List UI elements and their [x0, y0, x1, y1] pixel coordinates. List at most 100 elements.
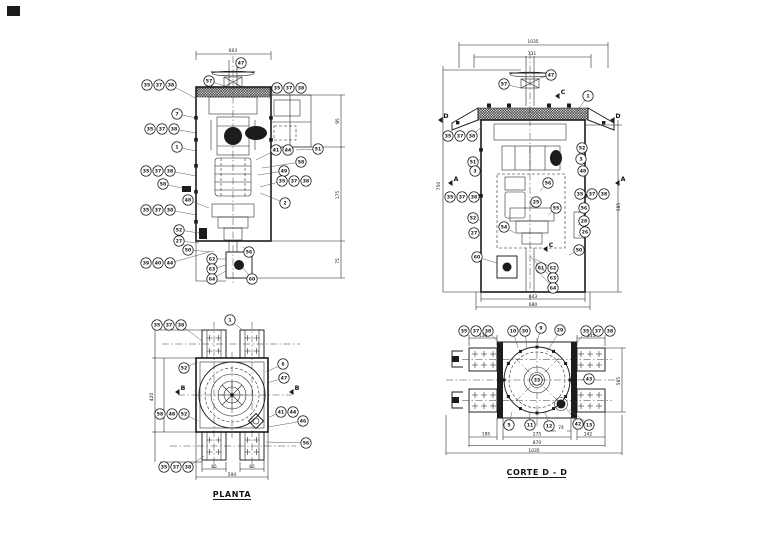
- svg-text:38: 38: [471, 195, 477, 201]
- balloon-35: 35: [158, 461, 170, 473]
- dimension-text: 75: [335, 258, 341, 264]
- balloon-35: 35: [151, 319, 163, 331]
- balloon-40: 40: [152, 257, 164, 269]
- balloon-1: 1: [576, 90, 594, 112]
- section-marker-arrow: [175, 389, 180, 395]
- svg-text:38: 38: [167, 169, 173, 175]
- balloon-58: 58: [157, 178, 183, 190]
- dimension-text: 1035: [527, 39, 538, 45]
- svg-text:35: 35: [583, 329, 589, 335]
- v2-top-flange: [451, 103, 615, 131]
- balloon-3: 3: [469, 165, 483, 177]
- svg-text:62: 62: [209, 257, 215, 263]
- svg-text:43: 43: [586, 377, 592, 383]
- balloon-1: 1: [224, 314, 245, 332]
- balloon-38: 38: [598, 188, 610, 200]
- svg-text:47: 47: [281, 376, 287, 382]
- svg-text:35: 35: [143, 208, 149, 214]
- svg-text:58: 58: [298, 160, 304, 166]
- svg-text:35: 35: [577, 192, 583, 198]
- section-marker-B: B: [181, 385, 186, 392]
- dimension-text: 731: [528, 51, 537, 57]
- svg-text:37: 37: [595, 329, 601, 335]
- svg-text:38: 38: [298, 86, 304, 92]
- svg-text:48: 48: [580, 169, 586, 175]
- v3-bolt-pads: [201, 329, 265, 461]
- section-marker-D: D: [443, 113, 448, 120]
- svg-text:44: 44: [285, 148, 291, 154]
- balloon-37: 37: [170, 461, 182, 473]
- svg-text:52: 52: [181, 412, 187, 418]
- svg-text:35: 35: [461, 329, 467, 335]
- svg-text:57: 57: [206, 79, 212, 85]
- balloon-35: 35: [140, 165, 152, 177]
- dimension-text: 135: [587, 333, 596, 339]
- balloon-38: 38: [466, 126, 482, 142]
- balloon-13: 13: [568, 408, 595, 431]
- svg-text:52: 52: [579, 146, 585, 152]
- svg-text:48: 48: [169, 412, 175, 418]
- svg-text:56: 56: [246, 250, 252, 256]
- balloon-56: 56: [577, 202, 590, 214]
- dimension-text: 74: [558, 425, 564, 431]
- balloon-38: 38: [300, 175, 312, 187]
- svg-text:61: 61: [538, 266, 544, 272]
- svg-text:41: 41: [273, 148, 279, 154]
- balloon-44: 44: [164, 251, 210, 269]
- balloon-37: 37: [288, 175, 300, 187]
- svg-text:51: 51: [315, 147, 321, 153]
- balloon-52: 52: [178, 408, 199, 422]
- balloon-33: 33: [531, 374, 543, 386]
- balloon-35: 35: [268, 82, 283, 100]
- svg-text:38: 38: [168, 83, 174, 89]
- balloon-52: 52: [576, 142, 588, 154]
- svg-text:35: 35: [143, 169, 149, 175]
- balloon-44: 44: [287, 406, 299, 418]
- svg-text:1: 1: [175, 145, 178, 151]
- svg-text:54: 54: [501, 225, 507, 231]
- balloon-41: 41: [255, 144, 282, 161]
- balloon-44: 44: [282, 144, 294, 156]
- svg-text:38: 38: [469, 134, 475, 140]
- balloon-56: 56: [242, 246, 255, 258]
- balloon-30: 30: [519, 325, 531, 350]
- svg-text:37: 37: [589, 192, 595, 198]
- balloon-37: 37: [163, 319, 175, 331]
- balloon-37: 37: [152, 204, 164, 216]
- dimension-text: 85: [211, 464, 217, 470]
- balloon-64: 64: [206, 270, 227, 285]
- balloon-60: 60: [242, 267, 258, 285]
- dimension-text: 142: [584, 432, 593, 438]
- svg-text:40: 40: [155, 261, 161, 267]
- balloon-1: 1: [171, 141, 197, 153]
- balloon-35: 35: [574, 188, 586, 200]
- svg-text:50: 50: [576, 248, 582, 254]
- balloon-5: 5: [503, 411, 515, 431]
- svg-text:35: 35: [274, 86, 280, 92]
- svg-text:26: 26: [582, 230, 588, 236]
- svg-text:52: 52: [176, 228, 182, 234]
- dimension-text: 870: [533, 440, 542, 446]
- balloon-25: 25: [528, 196, 542, 211]
- section-marker-D: D: [615, 113, 620, 120]
- v4-flanges: [451, 347, 606, 413]
- svg-text:60: 60: [474, 255, 480, 261]
- dimension-text: 594: [228, 472, 237, 478]
- svg-text:60: 60: [249, 277, 255, 283]
- dimension-text: 680: [529, 302, 538, 308]
- balloon-37: 37: [586, 188, 598, 200]
- balloon-55: 55: [547, 202, 562, 216]
- svg-text:13: 13: [586, 423, 592, 429]
- section-title: CORTE D - D: [507, 468, 568, 477]
- balloon-38: 38: [165, 79, 198, 100]
- section-marker-B: B: [295, 385, 300, 392]
- svg-text:37: 37: [166, 323, 172, 329]
- section-marker-C: C: [549, 242, 554, 249]
- balloon-54: 54: [498, 221, 516, 234]
- dimension-text: 585: [616, 203, 622, 212]
- svg-text:37: 37: [173, 465, 179, 471]
- v2-shaft-handwheel: [509, 52, 551, 300]
- dimension-text: 85: [249, 464, 255, 470]
